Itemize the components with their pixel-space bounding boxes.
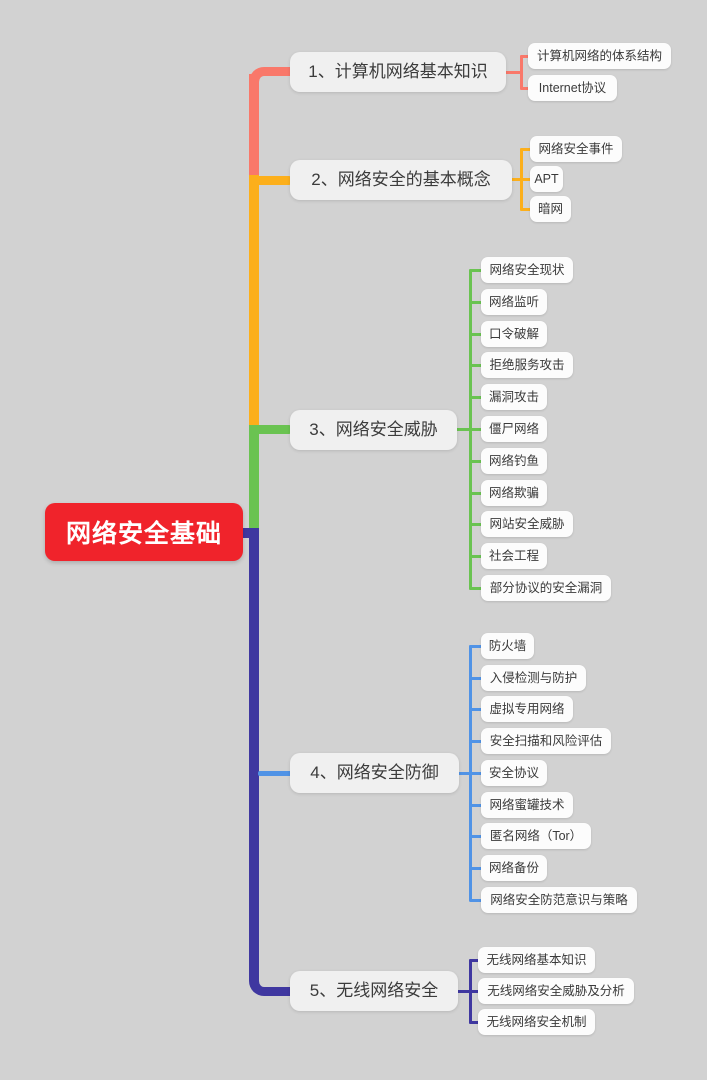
subtopic-node[interactable]: 安全扫描和风险评估 (481, 728, 611, 754)
subtopic-node[interactable]: 网络欺骗 (481, 480, 547, 506)
trunk-elbow-bottom (249, 974, 292, 996)
subtopic-node[interactable]: 无线网络安全威胁及分析 (478, 978, 634, 1004)
connector-line (469, 395, 486, 399)
subtopic-node[interactable]: 计算机网络的体系结构 (528, 43, 671, 69)
connector-line (455, 989, 472, 993)
branch-node[interactable]: 4、网络安全防御 (290, 753, 459, 793)
connector-line (469, 834, 486, 838)
branch-connector (251, 175, 292, 185)
connector-line (469, 491, 486, 495)
connector-line (469, 676, 486, 680)
subtopic-node[interactable]: 无线网络基本知识 (478, 947, 595, 973)
connector-line (520, 86, 533, 90)
connector-line (469, 803, 486, 807)
subtopic-node[interactable]: APT (530, 166, 563, 192)
connector-line (520, 54, 533, 58)
branch-connector (251, 425, 292, 434)
subtopic-node[interactable]: 社会工程 (481, 543, 547, 569)
connector-line (469, 707, 486, 711)
connector-line (469, 332, 486, 336)
connector-line (520, 177, 535, 181)
connector-line (469, 427, 486, 431)
branch-connector (258, 770, 292, 776)
connector-line (469, 771, 486, 775)
connector-line (469, 522, 486, 526)
trunk-elbow-top (249, 67, 292, 89)
subtopic-node[interactable]: 网络安全防范意识与策略 (481, 887, 637, 913)
subtopic-node[interactable]: 部分协议的安全漏洞 (481, 575, 611, 601)
subtopic-node[interactable]: 网络钓鱼 (481, 448, 547, 474)
child-rail (520, 54, 523, 90)
connector-line (469, 300, 486, 304)
trunk-segment (249, 74, 259, 177)
connector-line (469, 958, 483, 962)
subtopic-node[interactable]: 网络监听 (481, 289, 547, 315)
subtopic-node[interactable]: 无线网络安全机制 (478, 1009, 595, 1035)
trunk-segment (249, 425, 259, 532)
branch-node[interactable]: 1、计算机网络基本知识 (290, 52, 506, 92)
connector-line (520, 147, 535, 151)
connector-line (454, 428, 472, 431)
connector-line (469, 459, 486, 463)
connector-line (469, 268, 486, 272)
trunk-segment (249, 531, 259, 978)
subtopic-node[interactable]: 僵尸网络 (481, 416, 547, 442)
trunk-segment (249, 175, 259, 427)
connector-line (469, 1020, 483, 1024)
connector-line (469, 644, 486, 648)
subtopic-node[interactable]: 漏洞攻击 (481, 384, 547, 410)
subtopic-node[interactable]: 网络备份 (481, 855, 547, 881)
root-node[interactable]: 网络安全基础 (45, 503, 243, 561)
connector-line (469, 586, 486, 590)
root-trunk-joint (243, 528, 259, 538)
subtopic-node[interactable]: 网络安全现状 (481, 257, 573, 283)
connector-line (503, 70, 523, 74)
connector-line (469, 739, 486, 743)
branch-node[interactable]: 2、网络安全的基本概念 (290, 159, 512, 200)
branch-node[interactable]: 5、无线网络安全 (290, 971, 458, 1011)
subtopic-node[interactable]: 入侵检测与防护 (481, 665, 586, 691)
connector-line (456, 771, 472, 775)
connector-line (469, 989, 483, 993)
subtopic-node[interactable]: 网络蜜罐技术 (481, 792, 573, 818)
subtopic-node[interactable]: 网络安全事件 (530, 136, 622, 162)
branch-node[interactable]: 3、网络安全威胁 (290, 409, 457, 450)
connector-line (520, 207, 535, 211)
subtopic-node[interactable]: 网站安全威胁 (481, 511, 573, 537)
subtopic-node[interactable]: 安全协议 (481, 760, 547, 786)
connector-line (509, 178, 523, 181)
subtopic-node[interactable]: 匿名网络（Tor） (481, 823, 591, 849)
connector-line (469, 554, 486, 558)
subtopic-node[interactable]: 虚拟专用网络 (481, 696, 573, 722)
connector-line (469, 363, 486, 367)
connector-line (469, 898, 486, 902)
subtopic-node[interactable]: 防火墙 (481, 633, 534, 659)
connector-line (469, 866, 486, 870)
subtopic-node[interactable]: 口令破解 (481, 321, 547, 347)
subtopic-node[interactable]: 拒绝服务攻击 (481, 352, 573, 378)
subtopic-node[interactable]: 暗网 (530, 196, 571, 222)
subtopic-node[interactable]: Internet协议 (528, 75, 617, 101)
